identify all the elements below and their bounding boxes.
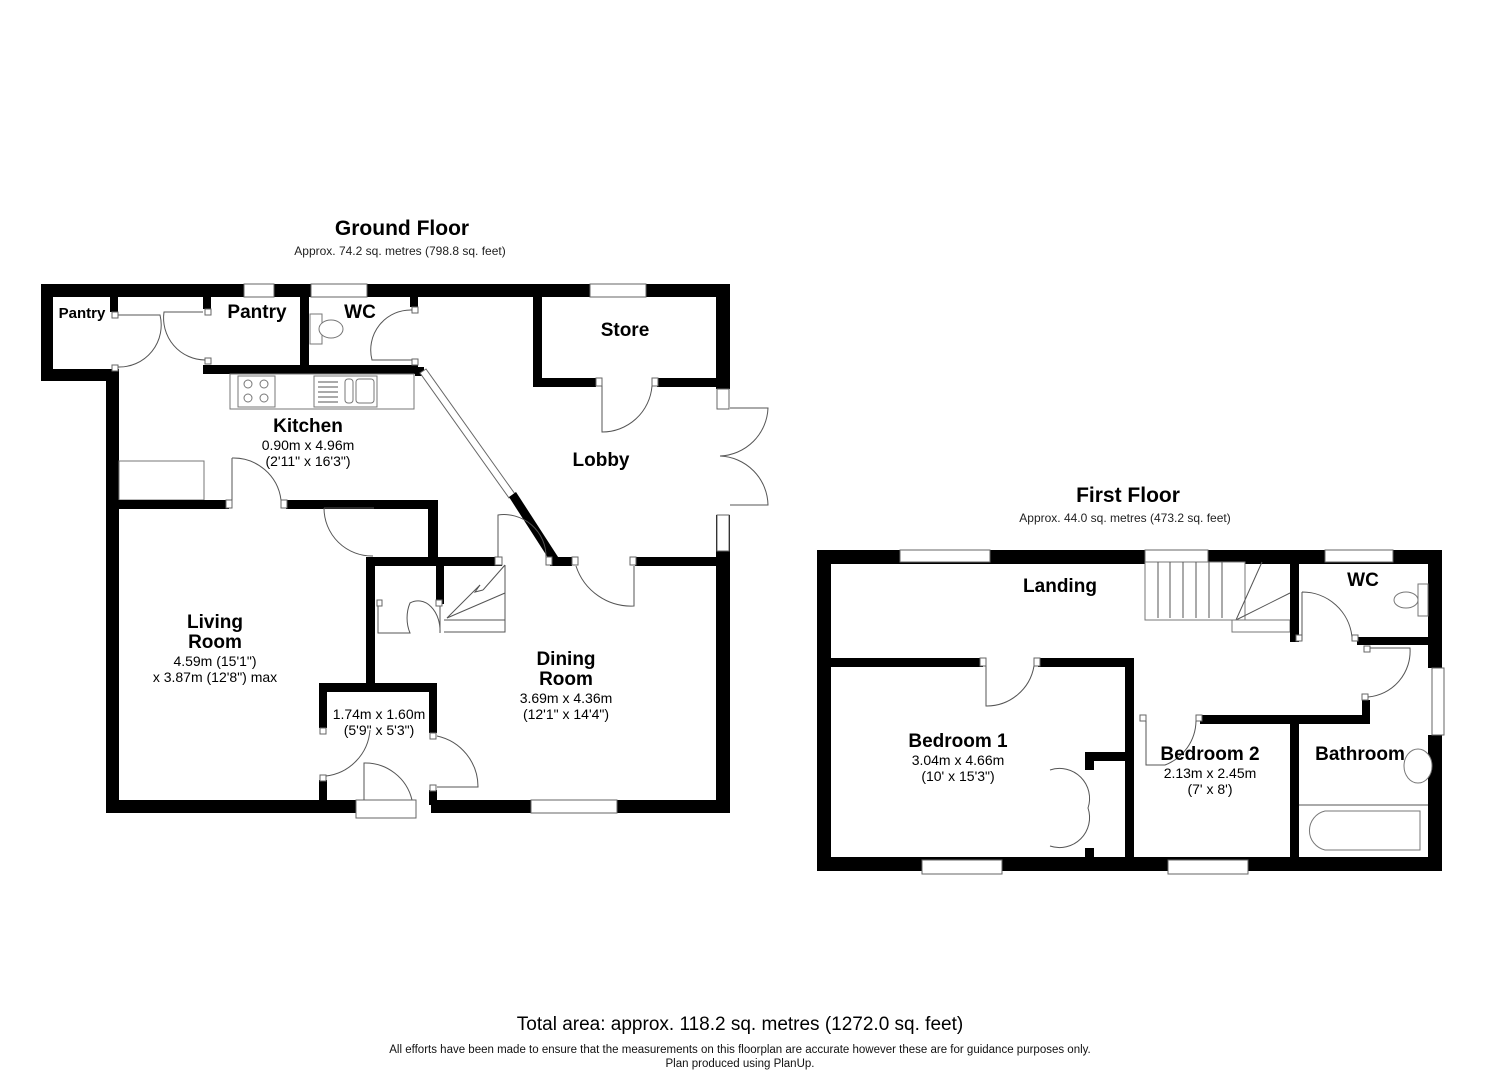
living-dimension-1: 4.59m (15'1"): [173, 653, 257, 669]
room-label-dining-line1: Dining: [536, 649, 596, 670]
room-label-dining-line2: Room: [539, 669, 593, 690]
room-label-wc-ground: WC: [344, 302, 376, 323]
room-label-store: Store: [600, 320, 650, 341]
dining-dimension-metric: 3.69m x 4.36m: [519, 690, 613, 706]
kitchen-dimension-metric: 0.90m x 4.96m: [261, 437, 355, 453]
room-label-living-line1: Living: [187, 612, 243, 633]
room-kitchen: Kitchen 0.90m x 4.96m (2'11" x 16'3"): [238, 416, 378, 469]
first-floor-plan: [817, 549, 1445, 875]
room-label-pantry-small: Pantry: [58, 305, 106, 322]
room-label-bedroom-2: Bedroom 2: [1160, 744, 1260, 765]
room-label-lobby: Lobby: [572, 450, 630, 471]
room-label-wc-first: WC: [1347, 570, 1379, 591]
credit: Plan produced using PlanUp.: [665, 1058, 815, 1070]
bedroom2-dimension-metric: 2.13m x 2.45m: [1163, 765, 1257, 781]
porch-dimension-imperial: (5'9" x 5'3"): [343, 722, 415, 738]
dining-dimension-imperial: (12'1" x 14'4"): [522, 706, 610, 722]
bedroom2-dimension-imperial: (7' x 8'): [1187, 781, 1233, 797]
ground-floor-title: Ground Floor: [334, 217, 470, 240]
disclaimer: All efforts have been made to ensure tha…: [389, 1044, 1091, 1056]
room-label-pantry: Pantry: [227, 302, 287, 323]
porch-dimension-metric: 1.74m x 1.60m: [332, 706, 426, 722]
bedroom1-dimension-metric: 3.04m x 4.66m: [911, 752, 1005, 768]
ground-floor-area: Approx. 74.2 sq. metres (798.8 sq. feet): [294, 244, 506, 258]
bedroom1-dimension-imperial: (10' x 15'3"): [921, 768, 995, 784]
room-label-kitchen: Kitchen: [273, 416, 343, 437]
room-bedroom-1: Bedroom 1 3.04m x 4.66m (10' x 15'3"): [888, 731, 1028, 785]
living-dimension-2: x 3.87m (12'8") max: [152, 669, 278, 685]
room-label-landing: Landing: [1023, 576, 1097, 597]
room-dining-room: Dining Room 3.69m x 4.36m (12'1" x 14'4"…: [496, 649, 636, 723]
first-floor-title: First Floor: [1076, 484, 1180, 507]
room-bedroom-2: Bedroom 2 2.13m x 2.45m (7' x 8'): [1142, 744, 1278, 798]
room-label-bedroom-1: Bedroom 1: [908, 731, 1008, 752]
kitchen-dimension-imperial: (2'11" x 16'3"): [265, 453, 351, 469]
first-floor-area: Approx. 44.0 sq. metres (473.2 sq. feet): [1019, 511, 1231, 525]
room-label-bathroom: Bathroom: [1315, 744, 1405, 765]
room-label-living-line2: Room: [188, 632, 242, 653]
room-living-room: Living Room 4.59m (15'1") x 3.87m (12'8"…: [130, 612, 300, 686]
total-area: Total area: approx. 118.2 sq. metres (12…: [516, 1014, 964, 1035]
room-porch: 1.74m x 1.60m (5'9" x 5'3"): [320, 706, 438, 738]
ground-floor-plan: [41, 283, 769, 819]
